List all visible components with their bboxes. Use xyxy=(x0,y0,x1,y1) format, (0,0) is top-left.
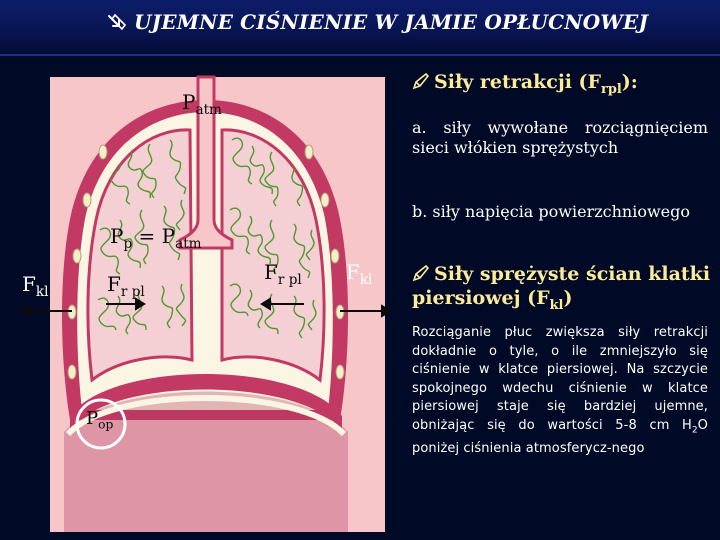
trachea xyxy=(178,75,234,250)
pp-label: Pp = Patm xyxy=(110,224,202,252)
frpl-left-label: Fr pl xyxy=(107,272,145,300)
explanation-paragraph: Rozciąganie płuc zwiększa siły retrakcji… xyxy=(412,325,708,456)
item-a: a. siły wywołane rozciągnięciem sieci wł… xyxy=(412,118,708,157)
p-atm-label: Patm xyxy=(182,90,222,118)
fkl-right-label: Fkl xyxy=(346,260,373,288)
lung-diagram xyxy=(20,75,392,532)
title-bar: UJEMNE CIŚNIENIE W JAMIE OPŁUCNOWEJ xyxy=(0,0,720,56)
left-lung xyxy=(86,128,194,383)
frpl-right-label: Fr pl xyxy=(264,260,302,288)
diaphragm xyxy=(70,374,342,430)
pop-marker xyxy=(75,398,127,450)
pointing-hand-icon xyxy=(108,13,127,31)
abdominal-cavity xyxy=(65,395,347,437)
force-arrows xyxy=(20,297,392,318)
heading-retraction: Siły retrakcji (Frpl): xyxy=(412,70,712,102)
pen-icon xyxy=(412,264,430,282)
right-lung xyxy=(220,128,326,383)
pen-icon xyxy=(412,72,430,90)
pop-label: Pop xyxy=(86,408,114,432)
page-title: UJEMNE CIŚNIENIE W JAMIE OPŁUCNOWEJ xyxy=(134,10,649,34)
fkl-left-label: Fkl xyxy=(22,272,49,300)
item-b: b. siły napięcia powierzchniowego xyxy=(412,202,691,221)
heading-chest-wall: Siły sprężyste ścian klatki piersiowej (… xyxy=(412,263,711,313)
